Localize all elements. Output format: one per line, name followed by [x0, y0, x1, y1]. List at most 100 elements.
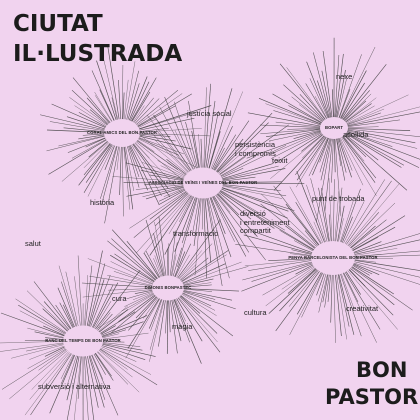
ray	[137, 127, 169, 133]
ray	[128, 295, 159, 331]
ray	[207, 88, 233, 171]
ray	[134, 130, 189, 175]
ray	[123, 144, 134, 210]
ray	[248, 259, 314, 271]
ray	[46, 135, 107, 152]
ray	[336, 205, 345, 244]
ray	[98, 311, 136, 335]
ray	[118, 79, 122, 122]
ray	[345, 129, 418, 149]
ray	[260, 203, 318, 250]
ray	[69, 97, 109, 127]
ray	[100, 343, 156, 357]
ray	[346, 268, 398, 330]
ray	[317, 272, 327, 302]
ray	[136, 118, 157, 129]
ray	[179, 250, 229, 283]
ray	[158, 298, 166, 347]
ray	[342, 270, 359, 303]
ray	[81, 282, 155, 288]
ray	[346, 183, 400, 247]
ray	[299, 94, 326, 122]
ray	[336, 136, 347, 173]
ray	[111, 229, 159, 281]
ray	[125, 70, 139, 122]
ray	[160, 165, 187, 179]
ray	[116, 144, 121, 170]
ray	[110, 294, 158, 334]
ray	[57, 287, 76, 329]
ray	[91, 352, 104, 380]
ray	[96, 349, 140, 393]
ray	[164, 194, 195, 255]
ray	[339, 200, 354, 244]
ray	[129, 189, 188, 229]
ray	[343, 270, 381, 330]
ray	[331, 89, 334, 120]
ray	[341, 134, 365, 162]
ray	[241, 262, 315, 292]
ray	[169, 298, 178, 354]
ray	[334, 136, 342, 217]
ray	[330, 272, 333, 323]
ray	[61, 140, 110, 182]
ray	[211, 194, 235, 242]
ray	[131, 105, 145, 124]
ray	[269, 131, 323, 155]
ray	[166, 159, 189, 176]
ray	[313, 221, 324, 245]
ray	[149, 190, 189, 220]
ray	[340, 82, 365, 121]
ray	[296, 171, 326, 245]
starburst-dimonis	[81, 216, 249, 364]
ray	[220, 184, 287, 197]
ray	[108, 288, 155, 291]
ray	[133, 141, 183, 194]
ray	[100, 329, 127, 338]
ray	[219, 187, 288, 219]
ray	[99, 346, 152, 375]
ray	[321, 70, 332, 120]
ray	[181, 266, 249, 286]
keyword-creativitat: creativitat	[346, 304, 379, 313]
ray	[145, 186, 186, 200]
title-line-1: CIUTAT	[13, 11, 103, 37]
ray	[93, 301, 112, 331]
ray	[94, 351, 112, 377]
ray	[337, 218, 344, 244]
ray	[317, 80, 331, 120]
ray	[342, 93, 372, 123]
ray	[55, 304, 73, 331]
ray	[220, 182, 305, 185]
ray	[346, 212, 380, 248]
ray	[129, 81, 150, 123]
ray	[274, 132, 324, 164]
ray	[180, 292, 216, 311]
ray	[268, 129, 323, 142]
ray	[145, 250, 162, 280]
ray	[219, 186, 289, 212]
ray	[316, 136, 333, 222]
ray	[86, 250, 103, 328]
ray	[218, 189, 285, 231]
ray	[214, 138, 244, 174]
ray	[180, 254, 227, 283]
ray	[348, 225, 376, 250]
ray	[1, 347, 68, 390]
ray	[304, 230, 319, 248]
ray	[285, 225, 317, 250]
ray	[341, 271, 377, 343]
ray	[65, 353, 78, 391]
ray	[135, 93, 192, 128]
ray	[181, 282, 212, 287]
ray	[204, 83, 211, 170]
ray	[149, 298, 165, 362]
ray	[89, 275, 111, 329]
ray	[333, 136, 336, 173]
ray	[135, 184, 186, 190]
ray	[344, 180, 392, 247]
ray	[172, 297, 182, 328]
ray	[335, 136, 342, 167]
ray	[49, 121, 107, 132]
ray	[295, 263, 315, 275]
